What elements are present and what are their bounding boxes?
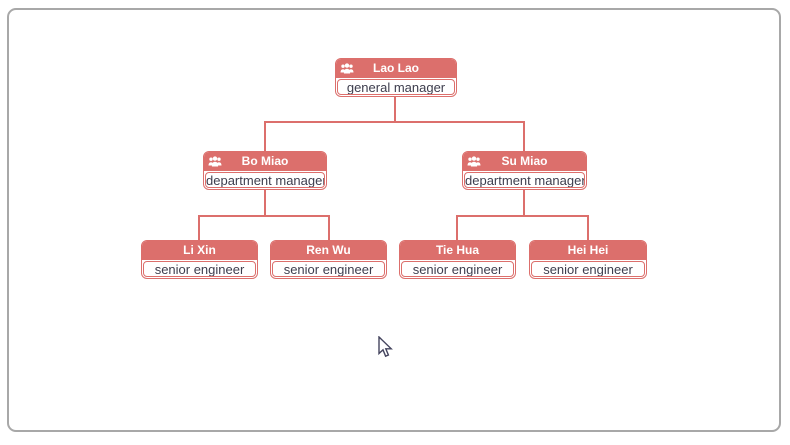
- org-node-li-xin[interactable]: Li Xin senior engineer: [141, 240, 258, 279]
- connector-left-across: [198, 215, 330, 217]
- node-name: Ren Wu: [306, 243, 351, 257]
- orgchart-panel-border: [7, 8, 781, 432]
- connector-root-down: [394, 97, 396, 122]
- org-node-bo-miao[interactable]: Bo Miao department manager: [203, 151, 327, 190]
- node-title-bar: Bo Miao: [204, 152, 326, 171]
- node-role: department manager: [464, 172, 585, 188]
- node-name: Li Xin: [183, 243, 216, 257]
- node-name: Lao Lao: [372, 61, 419, 75]
- users-icon: [208, 155, 222, 167]
- node-role: senior engineer: [531, 261, 645, 277]
- connector-tie-hua-drop: [456, 215, 458, 240]
- node-title-bar: Lao Lao: [336, 59, 456, 78]
- node-title-bar: Tie Hua: [400, 241, 515, 260]
- org-node-lao-lao[interactable]: Lao Lao general manager: [335, 58, 457, 97]
- node-name: Tie Hua: [435, 243, 480, 257]
- node-role: general manager: [337, 79, 455, 95]
- connector-bo-miao-drop: [264, 121, 266, 151]
- org-node-ren-wu[interactable]: Ren Wu senior engineer: [270, 240, 387, 279]
- org-node-hei-hei[interactable]: Hei Hei senior engineer: [529, 240, 647, 279]
- connector-li-xin-drop: [198, 215, 200, 240]
- node-title-bar: Hei Hei: [530, 241, 646, 260]
- node-role: senior engineer: [143, 261, 256, 277]
- node-role: senior engineer: [272, 261, 385, 277]
- org-node-tie-hua[interactable]: Tie Hua senior engineer: [399, 240, 516, 279]
- users-icon: [340, 62, 354, 74]
- connector-su-miao-drop: [523, 121, 525, 151]
- node-name: Bo Miao: [241, 154, 289, 168]
- node-role: department manager: [205, 172, 325, 188]
- node-title-bar: Li Xin: [142, 241, 257, 260]
- connector-su-miao-down: [523, 190, 525, 216]
- node-role: senior engineer: [401, 261, 514, 277]
- connector-level2-across: [264, 121, 525, 123]
- connector-bo-miao-down: [264, 190, 266, 216]
- mouse-cursor-icon: [378, 336, 393, 358]
- node-title-bar: Ren Wu: [271, 241, 386, 260]
- connector-right-across: [456, 215, 589, 217]
- node-name: Hei Hei: [567, 243, 609, 257]
- org-node-su-miao[interactable]: Su Miao department manager: [462, 151, 587, 190]
- users-icon: [467, 155, 481, 167]
- connector-ren-wu-drop: [328, 215, 330, 240]
- connector-hei-hei-drop: [587, 215, 589, 240]
- node-title-bar: Su Miao: [463, 152, 586, 171]
- node-name: Su Miao: [501, 154, 548, 168]
